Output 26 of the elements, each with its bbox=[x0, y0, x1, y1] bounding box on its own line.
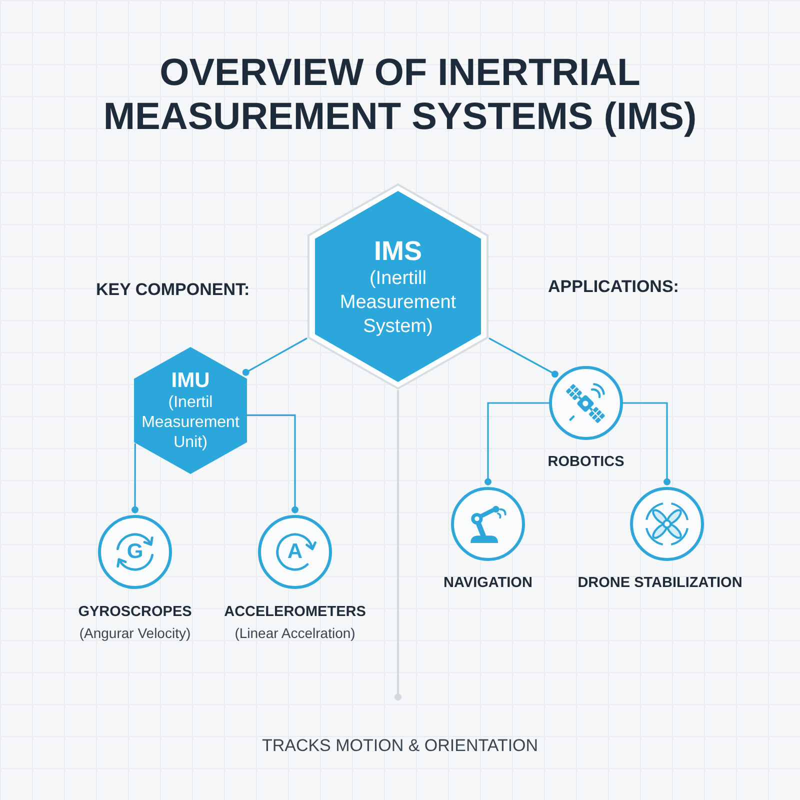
caption-text: (Linear Accelration) bbox=[234, 624, 356, 643]
footer-text: TRACKS MOTION & ORIENTATION bbox=[262, 736, 538, 756]
section-heading: APPLICATIONS: bbox=[548, 277, 679, 297]
title: OVERVIEW OF INERTRIAL MEASUREMENT SYSTEMS (IMS) bbox=[102, 51, 698, 139]
caption-text: (Angurar Velocity) bbox=[79, 624, 191, 643]
connector-line bbox=[394, 390, 402, 700]
node-text: (Inertill Measurement System) bbox=[338, 266, 458, 338]
caption-title: NAVIGATION bbox=[444, 574, 532, 593]
node-title: IMU bbox=[171, 368, 210, 392]
section-heading: KEY COMPONENT: bbox=[96, 280, 250, 300]
node-letter: A bbox=[287, 540, 303, 564]
caption-title: ACCELEROMETERS bbox=[224, 603, 366, 622]
caption-title: ROBOTICS bbox=[548, 453, 624, 472]
node-title: IMS bbox=[374, 234, 422, 266]
connector-line bbox=[242, 338, 308, 376]
hexagon-node bbox=[134, 347, 247, 474]
node-text: (Inertil Measurement Unit) bbox=[140, 392, 240, 452]
connector-line bbox=[623, 402, 670, 486]
connector-line bbox=[484, 402, 549, 486]
caption-title: GYROSCROPES bbox=[78, 603, 192, 622]
node-letter: G bbox=[126, 540, 144, 564]
connector-line bbox=[247, 414, 298, 514]
connector-line bbox=[488, 338, 558, 378]
caption-title: DRONE STABILIZATION bbox=[578, 574, 742, 593]
hexagon-node bbox=[307, 183, 489, 390]
connector-line bbox=[132, 444, 138, 514]
